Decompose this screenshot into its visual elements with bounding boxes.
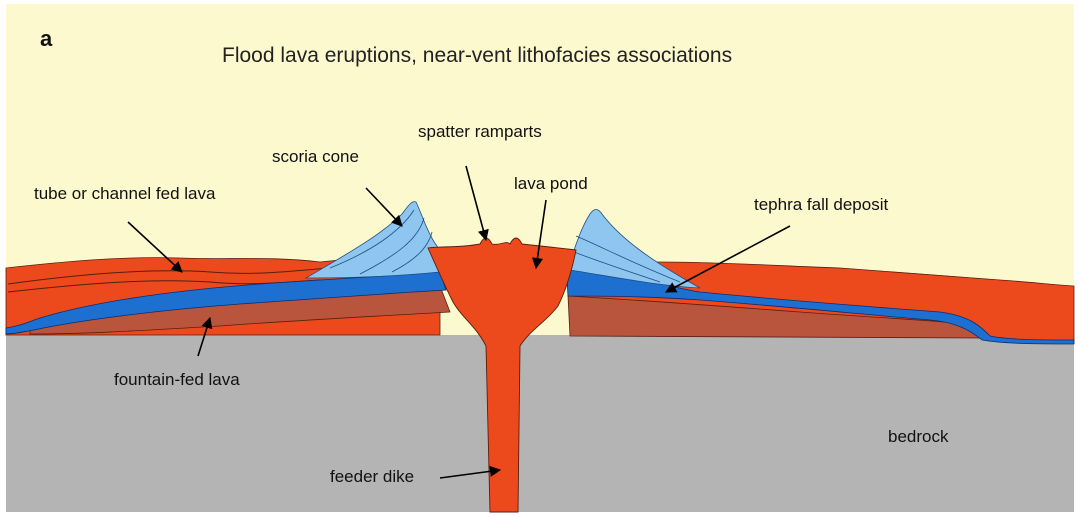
label-fountain-fed-lava: fountain-fed lava — [114, 371, 240, 388]
label-tube-channel-lava: tube or channel fed lava — [34, 185, 215, 202]
label-bedrock: bedrock — [888, 428, 948, 445]
label-scoria-cone: scoria cone — [272, 148, 359, 165]
bedrock-layer — [6, 335, 1074, 512]
diagram-title: Flood lava eruptions, near-vent lithofac… — [222, 45, 732, 66]
label-tephra-fall: tephra fall deposit — [754, 196, 888, 213]
label-feeder-dike: feeder dike — [330, 468, 414, 485]
label-lava-pond: lava pond — [514, 175, 588, 192]
panel-letter: a — [40, 28, 52, 50]
label-spatter-ramparts: spatter ramparts — [418, 123, 542, 140]
